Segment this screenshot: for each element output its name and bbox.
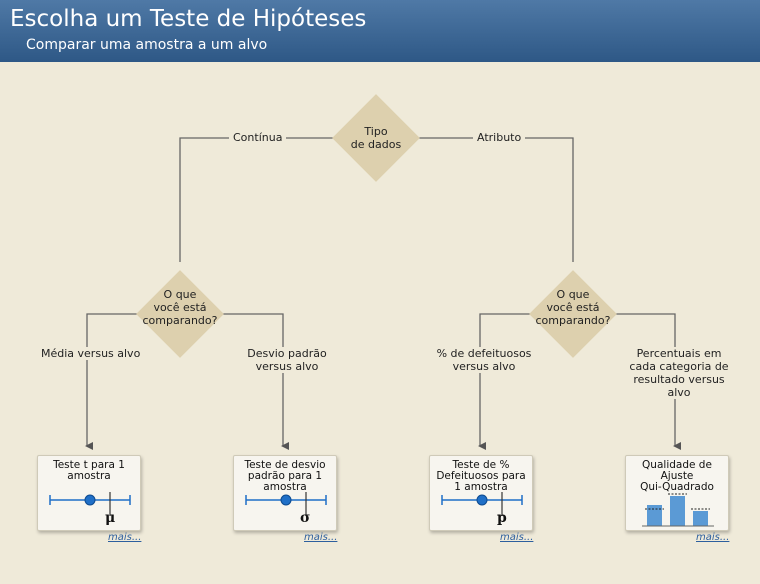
edge-label-percentuais: Percentuais em cada categoria de resulta… <box>622 347 736 399</box>
more-link-teste-t[interactable]: mais... <box>108 532 142 543</box>
page-subtitle: Comparar uma amostra a um alvo <box>26 37 268 53</box>
card-defeituosos[interactable]: Teste de % Defeituosos para 1 amostra p <box>429 455 533 531</box>
symbol-sigma: σ <box>300 510 311 526</box>
decision-label-left: O que você está comparando? <box>142 288 218 327</box>
dot-plot-icon <box>441 492 523 516</box>
card-title: Teste de desvio padrão para 1 amostra <box>244 459 326 493</box>
edge-defeituosos <box>478 313 531 450</box>
branch-label-atributo: Atributo <box>473 131 526 144</box>
edge-media <box>85 313 138 450</box>
root-label: Tipo de dados <box>350 125 402 151</box>
bar-chart-icon <box>642 493 714 527</box>
dot-plot-icon <box>49 492 131 516</box>
symbol-mu: μ <box>105 510 116 526</box>
edge-percentuais <box>615 313 681 450</box>
dot-plot-icon <box>245 492 327 516</box>
more-link-desvio-padrao[interactable]: mais... <box>304 532 338 543</box>
more-link-qui-quadrado[interactable]: mais... <box>696 532 730 543</box>
decision-label-right: O que você está comparando? <box>535 288 611 327</box>
edge-continua <box>179 137 334 262</box>
branch-label-continua: Contínua <box>229 131 287 144</box>
edge-desvio <box>222 313 289 450</box>
edge-label-desvio: Desvio padrão versus alvo <box>238 347 336 373</box>
card-title: Teste de % Defeituosos para 1 amostra <box>436 459 526 493</box>
header: Escolha um Teste de Hipóteses Comparar u… <box>0 0 760 62</box>
symbol-p: p <box>497 510 507 526</box>
edge-label-media: Média versus alvo <box>37 347 145 360</box>
card-title: Teste t para 1 amostra <box>53 459 125 482</box>
edge-atributo <box>418 137 574 262</box>
edge-label-defeituosos: % de defeituosos versus alvo <box>426 347 542 373</box>
card-qui-quadrado[interactable]: Qualidade de Ajuste Qui-Quadrado <box>625 455 729 531</box>
card-desvio-padrao[interactable]: Teste de desvio padrão para 1 amostra σ <box>233 455 337 531</box>
more-link-defeituosos[interactable]: mais... <box>500 532 534 543</box>
card-teste-t[interactable]: Teste t para 1 amostra μ <box>37 455 141 531</box>
card-title: Qualidade de Ajuste Qui-Quadrado <box>640 459 714 493</box>
page-title: Escolha um Teste de Hipóteses <box>10 6 367 32</box>
